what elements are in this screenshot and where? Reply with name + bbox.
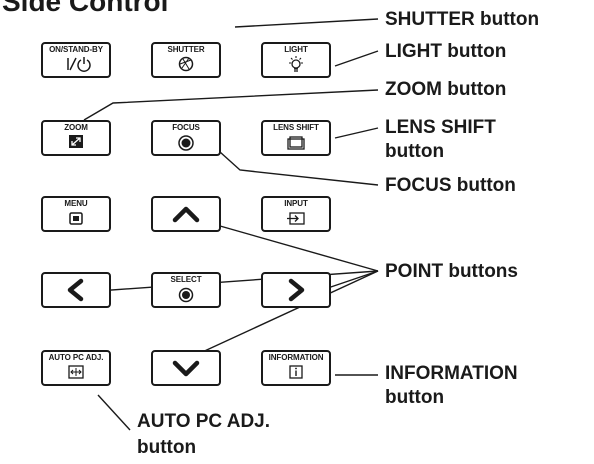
callout-shutter: SHUTTER button [385, 9, 540, 30]
focus-button[interactable]: FOCUS [151, 120, 221, 156]
on-standby-label: ON/STAND-BY [49, 45, 103, 54]
callout-information-line1: INFORMATION [385, 363, 518, 384]
right-button[interactable] [261, 272, 331, 308]
auto-pc-adj-label: AUTO PC ADJ. [48, 353, 104, 362]
callout-auto-pc-adj-line1: AUTO PC ADJ. [137, 411, 271, 432]
leader-point-up [205, 221, 379, 272]
power-icon [67, 57, 91, 72]
focus-label: FOCUS [172, 123, 200, 132]
lens-shift-label: LENS SHIFT [273, 123, 319, 132]
callout-light: LIGHT button [385, 41, 507, 62]
diagram-title: Side Control [2, 0, 169, 17]
left-button[interactable] [41, 272, 111, 308]
menu-icon [69, 212, 83, 225]
callout-information-line2: button [385, 387, 445, 408]
arrow-left-icon [67, 278, 84, 302]
zoom-icon [69, 135, 83, 148]
shutter-icon [178, 56, 194, 72]
callout-lens-shift-line2: button [385, 141, 445, 162]
leader-point-left [97, 270, 379, 292]
information-button[interactable]: INFORMATION [261, 350, 331, 386]
select-icon [178, 287, 194, 303]
info-icon [289, 365, 303, 379]
lens-shift-icon [287, 136, 305, 150]
leader-focus [219, 151, 379, 186]
leader-shutter [234, 18, 379, 28]
arrow-down-icon [172, 360, 200, 377]
light-label: LIGHT [284, 45, 308, 54]
zoom-button[interactable]: ZOOM [41, 120, 111, 156]
on-standby-button[interactable]: ON/STAND-BY [41, 42, 111, 78]
shutter-button[interactable]: SHUTTER [151, 42, 221, 78]
callout-zoom: ZOOM button [385, 79, 507, 100]
leader-zoom [83, 89, 379, 121]
zoom-label: ZOOM [64, 123, 88, 132]
callout-focus: FOCUS button [385, 175, 516, 196]
menu-label: MENU [64, 199, 88, 208]
arrow-up-icon [172, 206, 200, 223]
callout-lens-shift-line1: LENS SHIFT [385, 117, 496, 138]
input-icon [287, 212, 305, 225]
light-icon [289, 56, 303, 72]
up-button[interactable] [151, 196, 221, 232]
callout-auto-pc-adj-line2: button [137, 437, 197, 458]
input-button[interactable]: INPUT [261, 196, 331, 232]
leader-light [334, 50, 379, 67]
lens-shift-button[interactable]: LENS SHIFT [261, 120, 331, 156]
select-label: SELECT [170, 275, 202, 284]
focus-icon [178, 135, 194, 151]
leader-lens-shift [334, 127, 379, 139]
leader-point-down [197, 270, 379, 355]
information-label: INFORMATION [268, 353, 324, 362]
menu-button[interactable]: MENU [41, 196, 111, 232]
callout-point: POINT buttons [385, 261, 518, 282]
auto-pc-adj-button[interactable]: AUTO PC ADJ. [41, 350, 111, 386]
light-button[interactable]: LIGHT [261, 42, 331, 78]
arrow-right-icon [288, 278, 305, 302]
shutter-label: SHUTTER [167, 45, 205, 54]
select-button[interactable]: SELECT [151, 272, 221, 308]
leader-auto-pc-adj [97, 394, 131, 431]
input-label: INPUT [284, 199, 308, 208]
down-button[interactable] [151, 350, 221, 386]
auto-pc-adj-icon [68, 365, 84, 379]
